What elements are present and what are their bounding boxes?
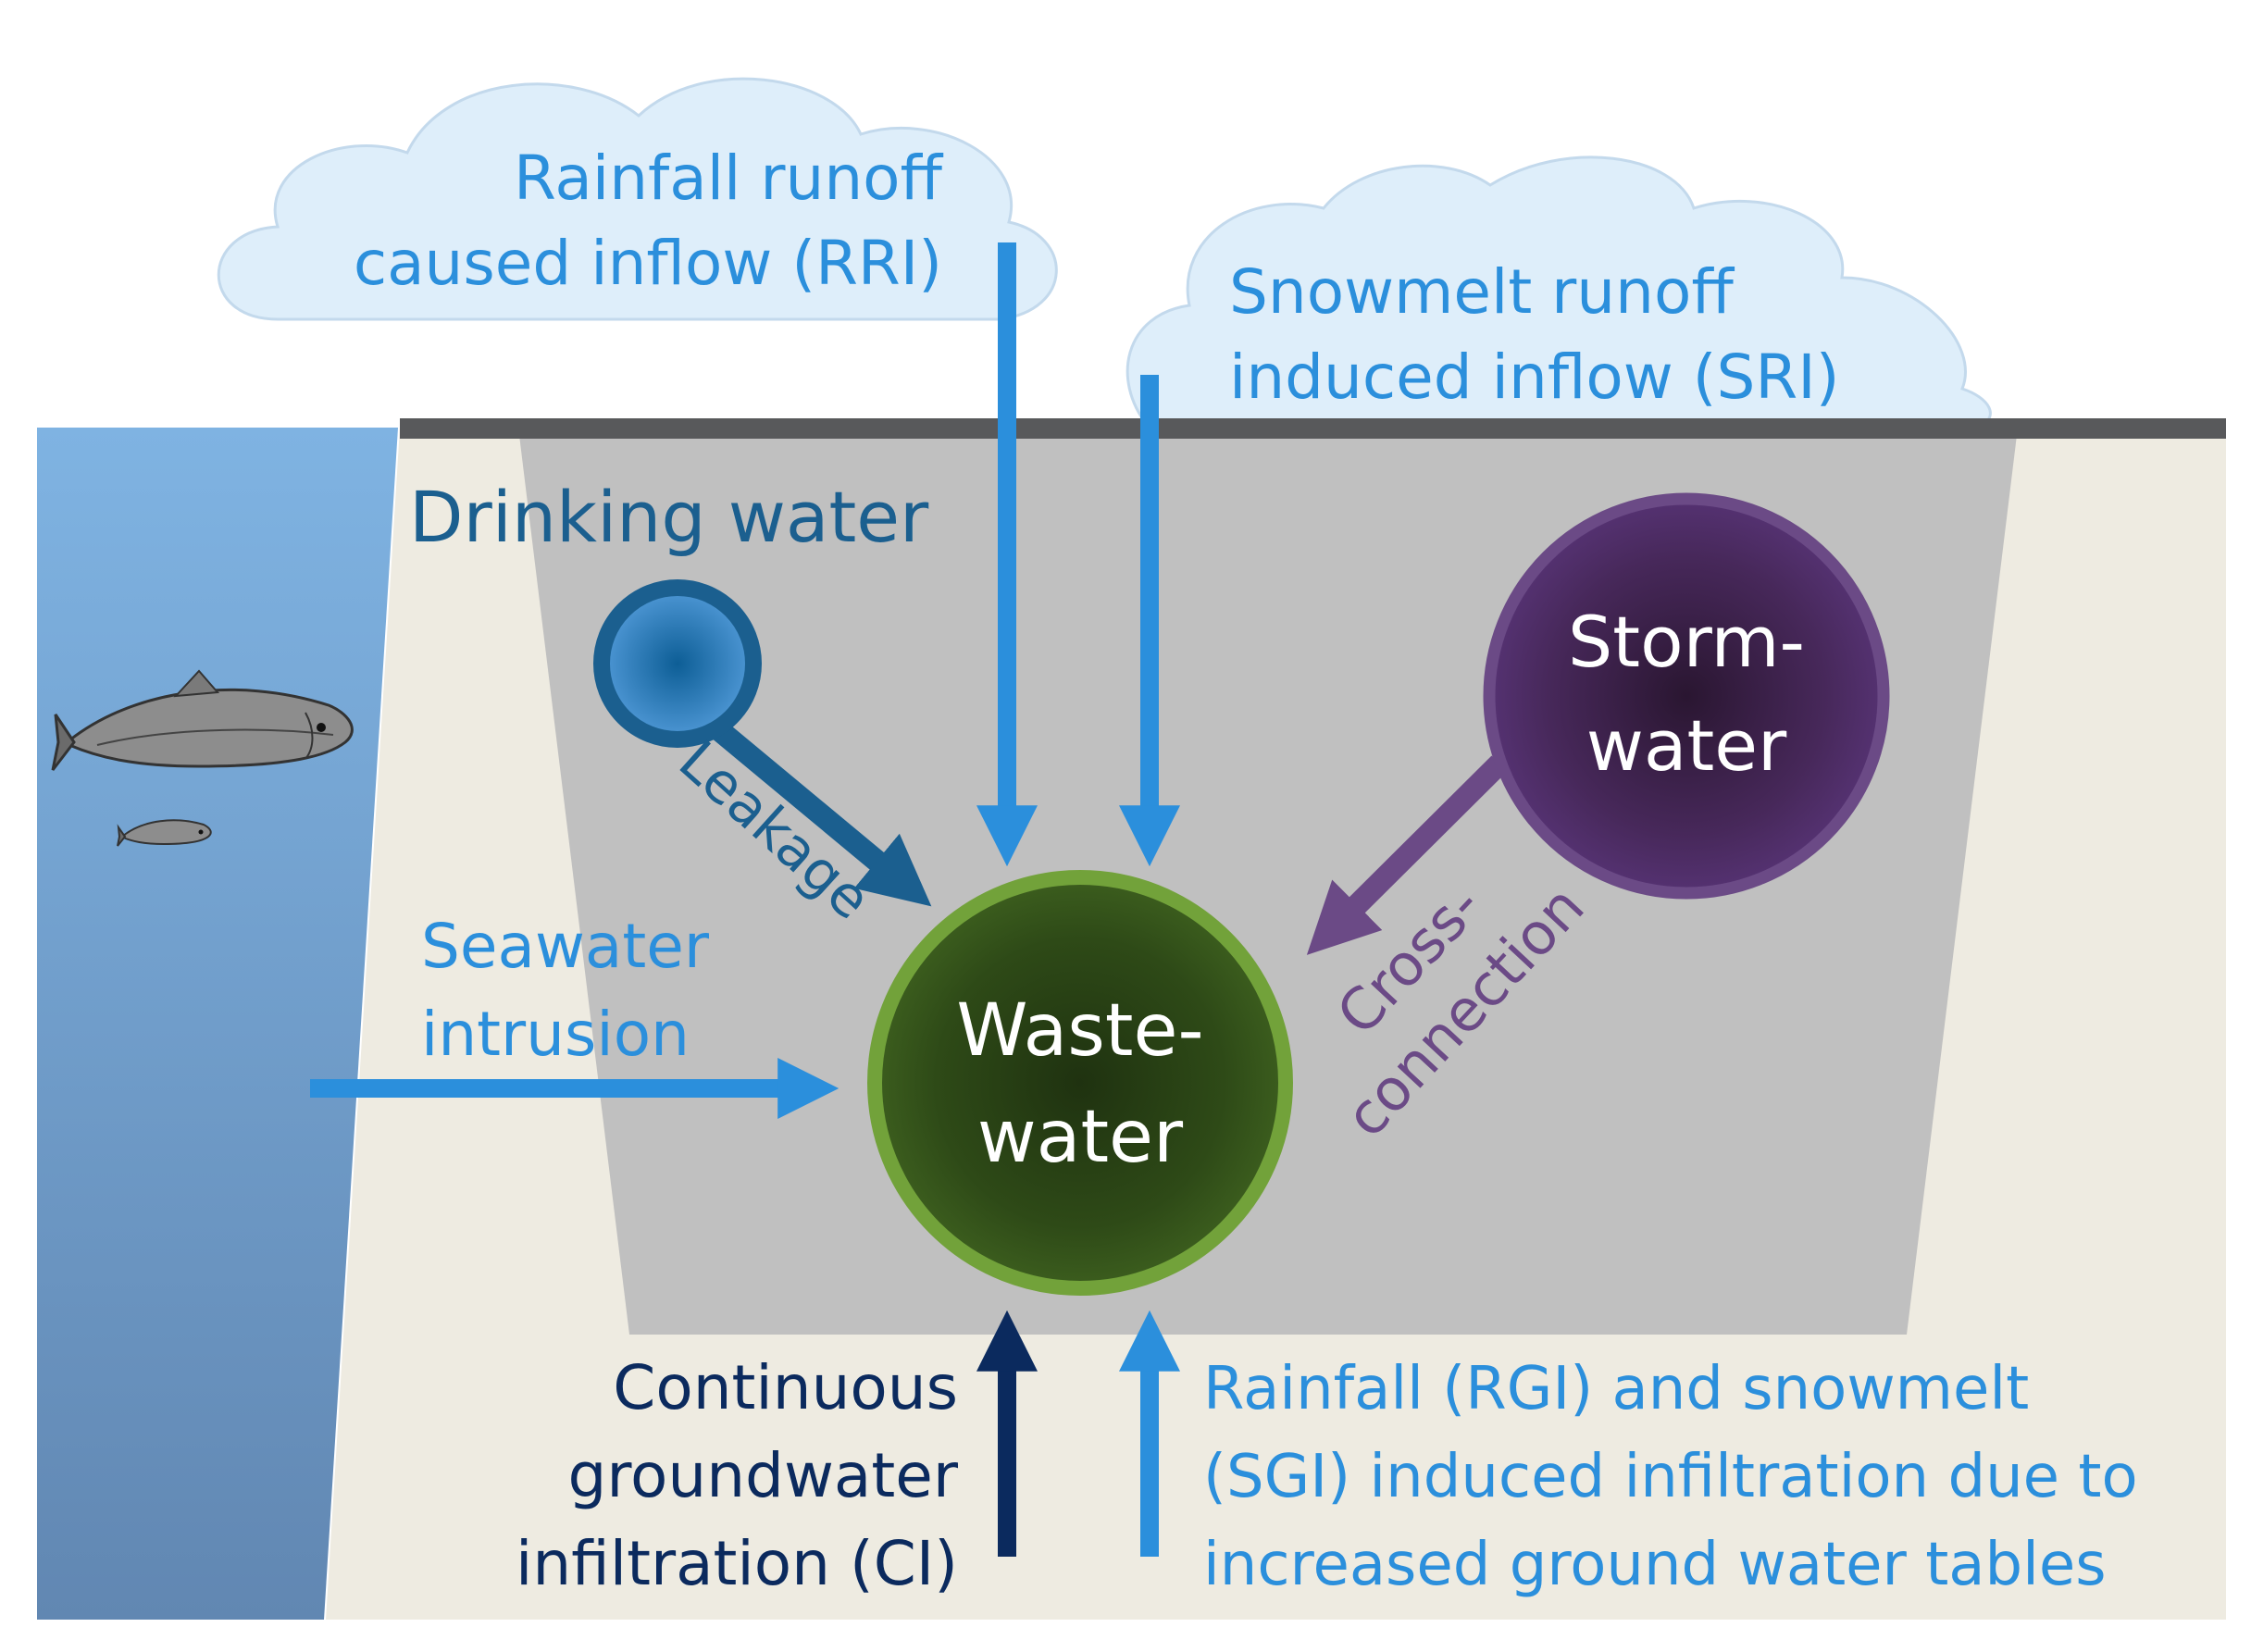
sri-label-line2: induced inflow (SRI) <box>1229 342 1839 413</box>
ci-label-line1: Continuous <box>613 1352 958 1423</box>
fish-icon-small <box>117 819 212 847</box>
rri-label-line1: Rainfall runoff <box>514 143 944 214</box>
stormwater-node <box>1483 492 1890 900</box>
wastewater-label-line2: water <box>977 1096 1184 1179</box>
cloud-icon-right <box>1126 155 1992 428</box>
wastewater-node <box>867 870 1293 1296</box>
ci-label-line3: infiltration (CI) <box>516 1528 958 1599</box>
rgi-label-line1: Rainfall (RGI) and snowmelt <box>1203 1355 2029 1423</box>
rri-label-line2: caused inflow (RRI) <box>354 228 942 299</box>
drinking-water-node <box>593 579 762 748</box>
arrow-icon-cross-connection <box>1306 755 1508 955</box>
stormwater-label-line2: water <box>1586 704 1787 787</box>
sri-label-line1: Snowmelt runoff <box>1229 256 1735 328</box>
cloud-icon-left <box>217 77 1058 321</box>
ground-surface-line <box>400 418 2226 439</box>
stormwater-label-line1: Storm- <box>1568 601 1805 683</box>
arrow-icon-leakage <box>711 720 932 907</box>
fish-icon-large <box>51 669 354 771</box>
rgi-label-line2: (SGI) induced infiltration due to <box>1203 1443 2138 1511</box>
ci-label-line2: groundwater <box>567 1440 958 1511</box>
drinking-water-label: Drinking water <box>409 476 929 558</box>
wastewater-label-line1: Waste- <box>956 989 1203 1073</box>
seawater-label-line1: Seawater <box>421 911 710 982</box>
seawater-label-line2: intrusion <box>421 999 690 1070</box>
rgi-label-line3: increased ground water tables <box>1203 1531 2107 1599</box>
